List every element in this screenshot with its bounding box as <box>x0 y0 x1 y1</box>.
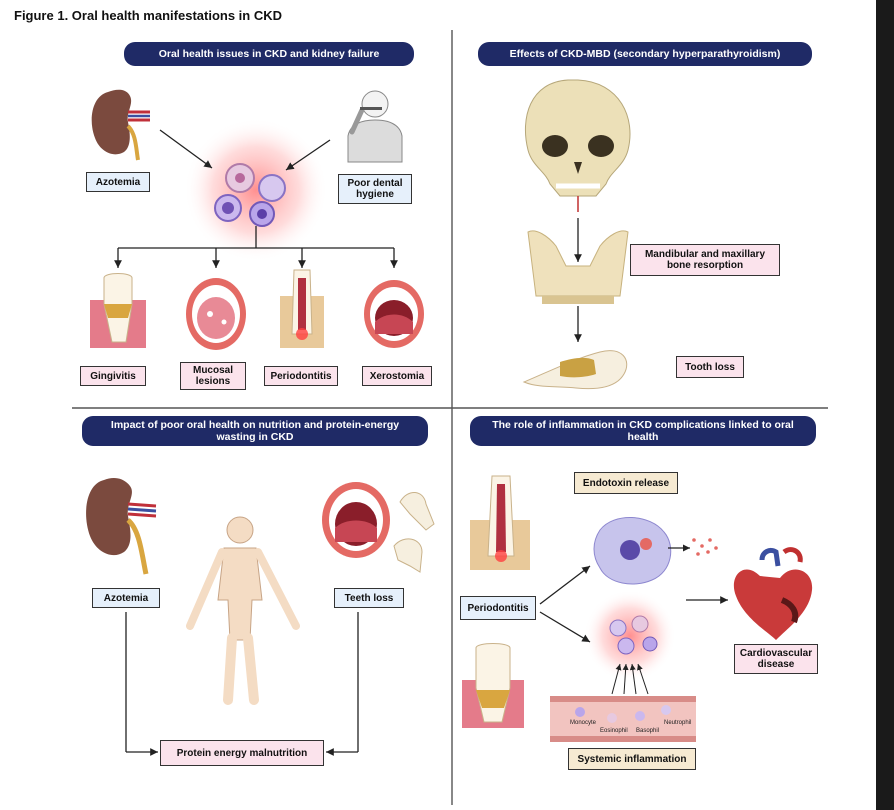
skull-icon <box>524 79 631 212</box>
label-tooth-loss: Tooth loss <box>676 356 744 378</box>
gingivitis-tooth-icon <box>90 273 146 348</box>
loose-teeth-icon <box>393 492 435 573</box>
figure-title: Figure 1. Oral health manifestations in … <box>14 8 282 23</box>
macrophage-icon <box>593 517 672 585</box>
mucosal-lesions-mouth-icon <box>186 278 246 350</box>
kidney-icon-2 <box>86 478 157 575</box>
figure: Figure 1. Oral health manifestations in … <box>0 0 876 810</box>
endotoxin-particles-icon <box>692 538 718 556</box>
label-bone-resorption: Mandibular and maxillary bone resorption <box>630 244 780 276</box>
immune-cells-icon <box>214 163 286 227</box>
fallen-tooth-icon <box>522 350 628 390</box>
xerostomia-mouth-icon <box>364 280 424 348</box>
label-cardiovascular-disease: Cardiovascular disease <box>734 644 818 674</box>
person-brushing-icon <box>347 90 403 163</box>
label-poor-dental-hygiene: Poor dental hygiene <box>338 174 412 204</box>
label-azotemia-2: Azotemia <box>92 588 160 608</box>
label-endotoxin-release: Endotoxin release <box>574 472 678 494</box>
label-periodontitis-2: Periodontitis <box>460 596 536 620</box>
label-gingivitis: Gingivitis <box>80 366 146 386</box>
label-systemic-inflammation: Systemic inflammation <box>568 748 696 770</box>
header-nutrition-impact: Impact of poor oral health on nutrition … <box>82 416 428 446</box>
periodontitis-tooth-icon <box>280 269 324 348</box>
human-body-icon <box>186 516 300 705</box>
open-mouth-icon <box>322 482 390 558</box>
label-mucosal-lesions: Mucosal lesions <box>180 362 246 390</box>
label-xerostomia: Xerostomia <box>362 366 432 386</box>
cell-label-monocyte: Monocyte <box>570 720 597 726</box>
cell-label-neutrophil: Neutrophil <box>664 720 692 726</box>
immune-cells-icon-2 <box>609 615 658 655</box>
periodontitis-tooth-icon-2 <box>470 475 530 570</box>
inflammation-glow <box>184 118 328 262</box>
cell-label-eosinophil: Eosinophil <box>600 728 628 734</box>
header-inflammation-role: The role of inflammation in CKD complica… <box>470 416 816 446</box>
cell-label-basophil: Basophil <box>636 728 660 734</box>
kidney-icon <box>91 89 150 161</box>
inflammation-glow-2 <box>584 590 676 682</box>
header-ckd-mbd: Effects of CKD-MBD (secondary hyperparat… <box>478 42 812 66</box>
header-oral-health-issues: Oral health issues in CKD and kidney fai… <box>124 42 414 66</box>
figure-artwork <box>72 30 828 805</box>
gingivitis-tooth-icon-2 <box>462 643 524 728</box>
blood-vessel-icon <box>550 696 696 742</box>
label-protein-energy-malnutrition: Protein energy malnutrition <box>160 740 324 766</box>
jaw-bone-icon <box>527 230 629 304</box>
label-periodontitis: Periodontitis <box>264 366 338 386</box>
heart-icon <box>733 547 813 640</box>
label-teeth-loss: Teeth loss <box>334 588 404 608</box>
label-azotemia: Azotemia <box>86 172 150 192</box>
